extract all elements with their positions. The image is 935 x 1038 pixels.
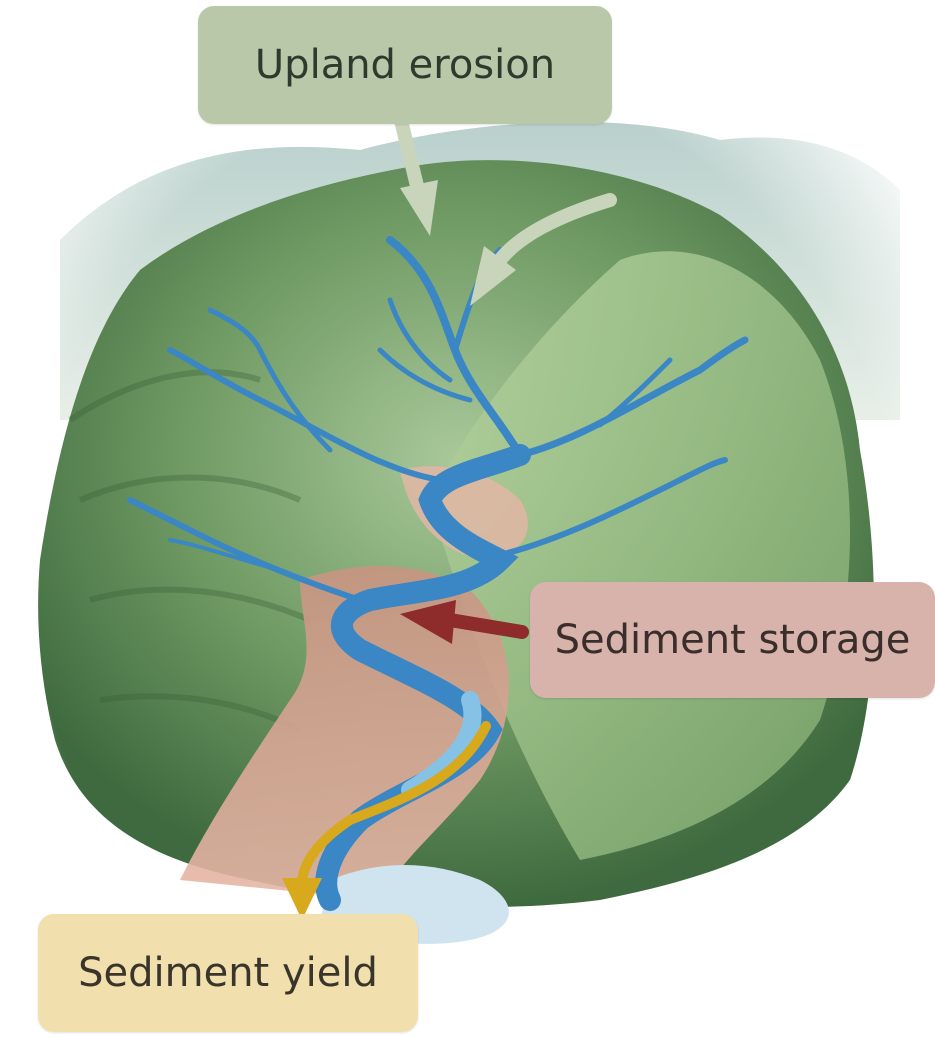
upland-erosion-label: Upland erosion (255, 42, 555, 88)
sediment-yield-label: Sediment yield (78, 950, 378, 996)
sediment-storage-label-box: Sediment storage (530, 582, 935, 698)
sediment-yield-label-box: Sediment yield (38, 914, 418, 1032)
upland-erosion-label-box: Upland erosion (198, 6, 612, 124)
sediment-storage-label: Sediment storage (555, 617, 911, 663)
